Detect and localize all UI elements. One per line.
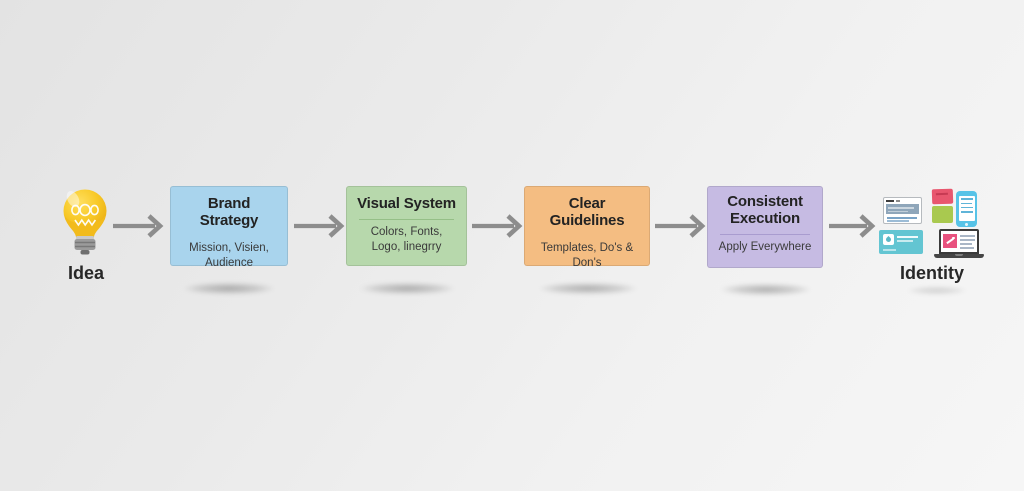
step-box-consistent-execution: Consistent Execution Apply Everywhere <box>707 186 823 268</box>
box-shadow <box>171 281 287 296</box>
image-placeholder-icon <box>943 233 957 248</box>
step-subtitle: Apply Everywhere <box>718 240 812 253</box>
divider <box>359 218 454 220</box>
idea-label: Idea <box>67 263 105 283</box>
step-subtitle: Mission, Visien, Audience <box>189 241 269 269</box>
lightbulb-icon <box>56 185 114 262</box>
sticky-note-green-icon <box>932 206 953 223</box>
step-subtitle: Templates, Do's & Don's <box>540 241 634 269</box>
step-title: Clear Guidelines <box>549 195 625 229</box>
sticky-note-red-icon <box>931 188 954 205</box>
step-title: Brand Strategy <box>199 195 259 229</box>
flow-arrow-4 <box>654 212 706 245</box>
step-box-clear-guidelines: Clear Guidelines Templates, Do's & Don's <box>524 186 650 269</box>
divider <box>720 233 810 235</box>
box-shadow <box>898 285 976 296</box>
step-title: Visual System <box>357 195 456 212</box>
smartphone-icon <box>956 191 977 227</box>
step-title: Consistent Execution <box>727 193 803 227</box>
browser-window-icon <box>883 197 922 224</box>
step-subtitle: Colors, Fonts, Logo, linegrry <box>370 225 443 253</box>
step-box-brand-strategy: Brand Strategy Mission, Visien, Audience <box>170 186 288 269</box>
flow-arrow-1 <box>112 212 164 245</box>
box-shadow <box>708 282 824 297</box>
box-shadow <box>347 281 468 296</box>
drop-logo-icon <box>883 234 894 245</box>
flow-arrow-3 <box>471 212 523 245</box>
identity-icon-cluster <box>878 186 990 262</box>
step-box-visual-system: Visual System Colors, Fonts, Logo, lineg… <box>346 186 467 266</box>
flow-arrow-2 <box>293 212 345 245</box>
business-card-icon <box>879 230 923 254</box>
box-shadow <box>525 281 651 296</box>
laptop-icon <box>934 229 984 258</box>
identity-label: Identity <box>899 263 964 283</box>
flow-arrow-5 <box>828 212 876 245</box>
